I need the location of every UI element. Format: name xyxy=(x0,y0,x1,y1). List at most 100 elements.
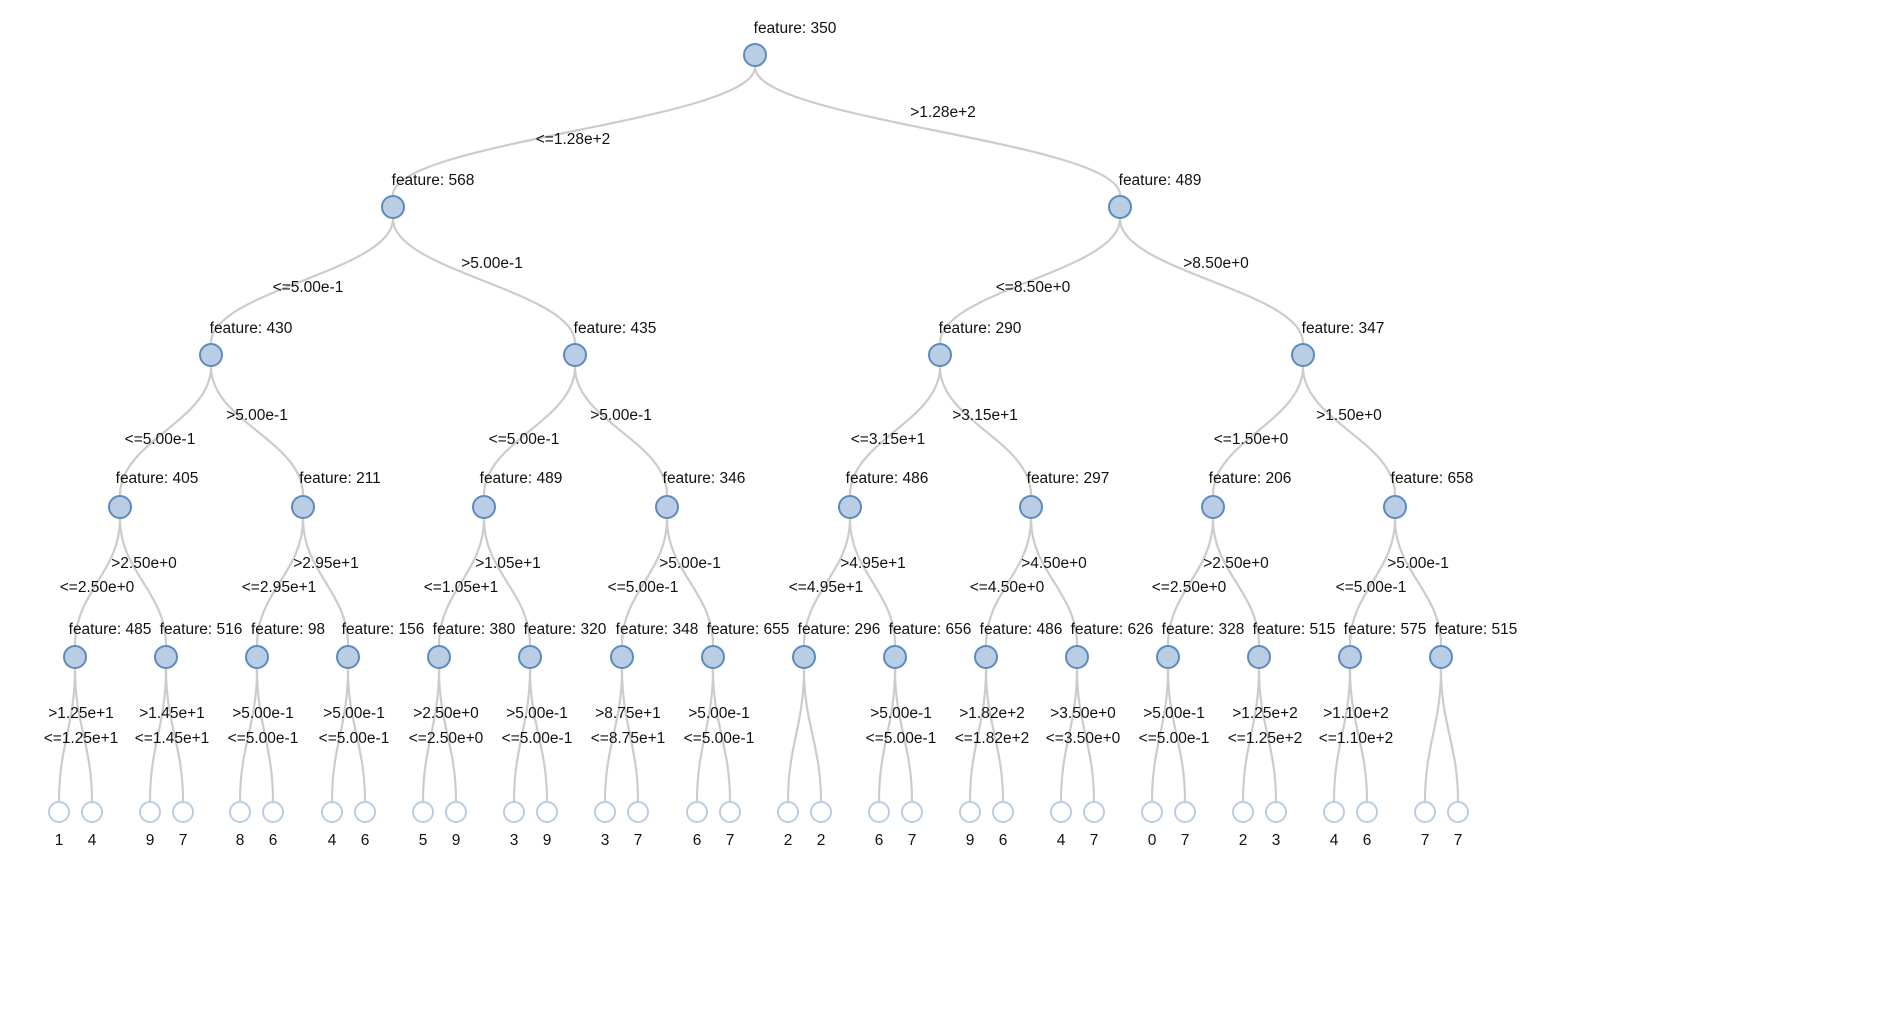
tree-edge-label: <=4.50e+0 xyxy=(969,579,1045,596)
tree-edge xyxy=(391,66,757,196)
tree-leaf-node[interactable] xyxy=(901,801,923,823)
tree-edge-label: <=4.95e+1 xyxy=(788,579,864,596)
tree-edge xyxy=(1348,518,1397,646)
tree-leaf-node[interactable] xyxy=(868,801,890,823)
tree-edge-label: >2.50e+0 xyxy=(1203,555,1269,572)
tree-node-l1_right[interactable] xyxy=(1108,195,1132,219)
tree-node-l3_b[interactable] xyxy=(291,495,315,519)
tree-edge-label: >3.50e+0 xyxy=(1050,705,1116,722)
tree-leaf-node[interactable] xyxy=(959,801,981,823)
tree-node-l3_c[interactable] xyxy=(472,495,496,519)
tree-node-label-l2_b: feature: 435 xyxy=(573,320,657,337)
tree-leaf-node[interactable] xyxy=(536,801,558,823)
tree-node-label-l1_right: feature: 489 xyxy=(1118,172,1202,189)
tree-node-l4_l[interactable] xyxy=(1065,645,1089,669)
tree-leaf-node[interactable] xyxy=(81,801,103,823)
tree-leaf-node[interactable] xyxy=(1232,801,1254,823)
tree-edge-label: <=5.00e-1 xyxy=(272,279,344,296)
tree-node-l3_d[interactable] xyxy=(655,495,679,519)
tree-node-l4_m[interactable] xyxy=(1156,645,1180,669)
tree-leaf-edge xyxy=(238,668,259,802)
tree-leaf-node[interactable] xyxy=(1447,801,1469,823)
tree-edge xyxy=(938,366,1033,496)
tree-edge xyxy=(938,218,1122,344)
tree-node-l3_g[interactable] xyxy=(1201,495,1225,519)
tree-node-l2_a[interactable] xyxy=(199,343,223,367)
tree-leaf-node[interactable] xyxy=(262,801,284,823)
tree-node-root[interactable] xyxy=(743,43,767,67)
tree-leaf-node[interactable] xyxy=(354,801,376,823)
tree-node-l4_e[interactable] xyxy=(427,645,451,669)
tree-edge-label: >1.82e+2 xyxy=(959,705,1025,722)
tree-node-l4_b[interactable] xyxy=(154,645,178,669)
tree-leaf-node[interactable] xyxy=(229,801,251,823)
tree-node-l2_d[interactable] xyxy=(1291,343,1315,367)
tree-edge xyxy=(1118,218,1305,344)
tree-leaf-node[interactable] xyxy=(139,801,161,823)
tree-node-l3_h[interactable] xyxy=(1383,495,1407,519)
tree-leaf-edge xyxy=(512,668,532,802)
tree-leaf-node[interactable] xyxy=(321,801,343,823)
tree-leaf-value: 7 xyxy=(178,832,188,849)
tree-leaf-value: 6 xyxy=(268,832,278,849)
tree-node-l4_c[interactable] xyxy=(245,645,269,669)
tree-edge xyxy=(118,518,168,646)
tree-leaf-node[interactable] xyxy=(503,801,525,823)
tree-leaf-node[interactable] xyxy=(172,801,194,823)
tree-edge-label: <=2.50e+0 xyxy=(1151,579,1227,596)
tree-leaf-value: 7 xyxy=(1089,832,1099,849)
tree-node-l4_p[interactable] xyxy=(1429,645,1453,669)
tree-node-l4_g[interactable] xyxy=(610,645,634,669)
tree-leaf-node[interactable] xyxy=(412,801,434,823)
tree-leaf-node[interactable] xyxy=(1174,801,1196,823)
tree-leaf-edge xyxy=(1241,668,1261,802)
tree-leaf-node[interactable] xyxy=(594,801,616,823)
tree-node-l2_b[interactable] xyxy=(563,343,587,367)
tree-leaf-node[interactable] xyxy=(48,801,70,823)
tree-edge-label: >5.00e-1 xyxy=(870,705,932,722)
tree-node-l3_a[interactable] xyxy=(108,495,132,519)
tree-leaf-node[interactable] xyxy=(1083,801,1105,823)
tree-edge-label: <=3.15e+1 xyxy=(850,431,926,448)
tree-leaf-node[interactable] xyxy=(1323,801,1345,823)
tree-node-l4_d[interactable] xyxy=(336,645,360,669)
tree-leaf-node[interactable] xyxy=(1141,801,1163,823)
tree-leaf-node[interactable] xyxy=(777,801,799,823)
tree-leaf-node[interactable] xyxy=(686,801,708,823)
tree-edge-label: >5.00e-1 xyxy=(461,255,523,272)
tree-edge-label: <=1.10e+2 xyxy=(1318,730,1394,747)
tree-leaf-value: 7 xyxy=(1453,832,1463,849)
tree-node-l4_i[interactable] xyxy=(792,645,816,669)
tree-node-l4_j[interactable] xyxy=(883,645,907,669)
tree-leaf-value: 4 xyxy=(1329,832,1339,849)
tree-leaf-node[interactable] xyxy=(445,801,467,823)
tree-leaf-node[interactable] xyxy=(810,801,832,823)
tree-edge-label: <=1.25e+1 xyxy=(43,730,119,747)
tree-node-l2_c[interactable] xyxy=(928,343,952,367)
tree-node-l4_k[interactable] xyxy=(974,645,998,669)
tree-node-l4_a[interactable] xyxy=(63,645,87,669)
tree-edge-label: <=5.00e-1 xyxy=(865,730,937,747)
tree-leaf-node[interactable] xyxy=(1265,801,1287,823)
tree-node-l4_f[interactable] xyxy=(518,645,542,669)
tree-leaf-node[interactable] xyxy=(627,801,649,823)
tree-leaf-node[interactable] xyxy=(1414,801,1436,823)
tree-edge-label: <=5.00e-1 xyxy=(1138,730,1210,747)
tree-leaf-node[interactable] xyxy=(992,801,1014,823)
tree-leaf-node[interactable] xyxy=(719,801,741,823)
tree-node-label-l3_a: feature: 405 xyxy=(115,470,199,487)
tree-node-l4_n[interactable] xyxy=(1247,645,1271,669)
tree-leaf-value: 9 xyxy=(451,832,461,849)
tree-node-l4_h[interactable] xyxy=(701,645,725,669)
tree-node-l1_left[interactable] xyxy=(381,195,405,219)
tree-edge-label: >5.00e-1 xyxy=(659,555,721,572)
tree-edge-label: <=5.00e-1 xyxy=(227,730,299,747)
tree-node-l4_o[interactable] xyxy=(1338,645,1362,669)
tree-leaf-node[interactable] xyxy=(1356,801,1378,823)
tree-leaf-edge xyxy=(164,668,185,802)
tree-edge-label: >1.05e+1 xyxy=(475,555,541,572)
tree-node-l3_e[interactable] xyxy=(838,495,862,519)
tree-node-l3_f[interactable] xyxy=(1019,495,1043,519)
tree-leaf-value: 6 xyxy=(360,832,370,849)
tree-leaf-node[interactable] xyxy=(1050,801,1072,823)
